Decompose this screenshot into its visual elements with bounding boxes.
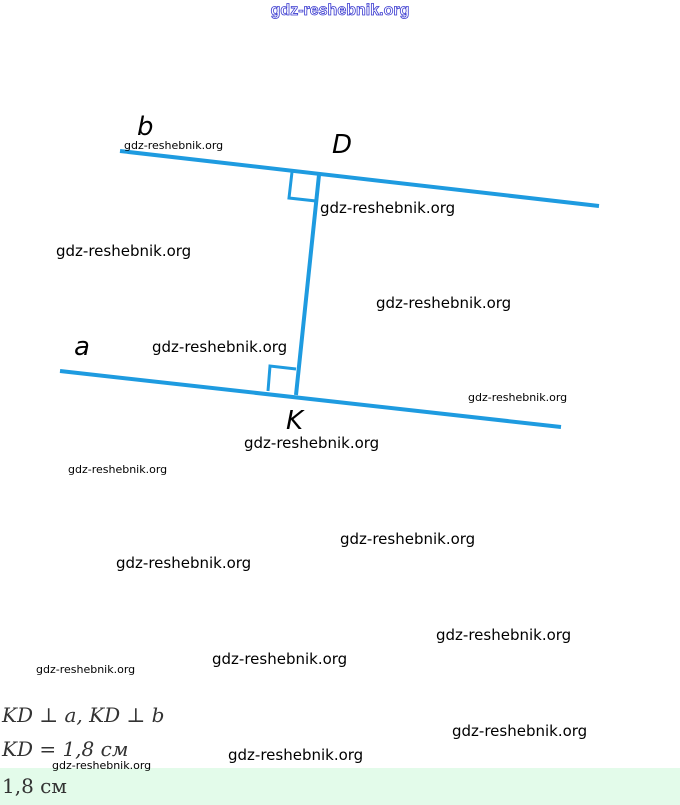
watermark: gdz-reshebnik.org bbox=[244, 434, 380, 452]
right-angle-mark-k bbox=[266, 364, 297, 392]
watermark: gdz-reshebnik.org bbox=[212, 650, 348, 668]
watermark: gdz-reshebnik.org bbox=[36, 663, 136, 676]
watermark: gdz-reshebnik.org bbox=[116, 554, 252, 572]
watermark: gdz-reshebnik.org bbox=[52, 759, 152, 772]
label-k: K bbox=[286, 406, 304, 436]
line-b bbox=[119, 149, 600, 208]
given-length: KD = 1,8 см bbox=[2, 737, 129, 761]
watermark: gdz-reshebnik.org bbox=[152, 338, 288, 356]
watermark: gdz-reshebnik.org bbox=[320, 199, 456, 217]
label-d: D bbox=[332, 130, 353, 160]
right-angle-mark-d bbox=[287, 171, 317, 203]
answer-value: 1,8 см bbox=[2, 774, 67, 798]
watermark: gdz-reshebnik.org bbox=[228, 746, 364, 764]
watermark: gdz-reshebnik.org bbox=[376, 294, 512, 312]
answer-box: 1,8 см bbox=[0, 768, 680, 805]
segment-kd bbox=[294, 174, 321, 396]
header-watermark: gdz-reshebnik.org bbox=[270, 2, 410, 20]
label-b: b bbox=[137, 112, 154, 142]
watermark: gdz-reshebnik.org bbox=[56, 242, 192, 260]
watermark: gdz-reshebnik.org bbox=[452, 722, 588, 740]
watermark: gdz-reshebnik.org bbox=[468, 391, 568, 404]
watermark: gdz-reshebnik.org bbox=[68, 463, 168, 476]
line-a bbox=[59, 369, 562, 429]
label-a: a bbox=[74, 332, 90, 362]
watermark: gdz-reshebnik.org bbox=[124, 139, 224, 152]
watermark: gdz-reshebnik.org bbox=[340, 530, 476, 548]
given-perpendicular: KD ⊥ a, KD ⊥ b bbox=[2, 703, 165, 727]
watermark: gdz-reshebnik.org bbox=[436, 626, 572, 644]
